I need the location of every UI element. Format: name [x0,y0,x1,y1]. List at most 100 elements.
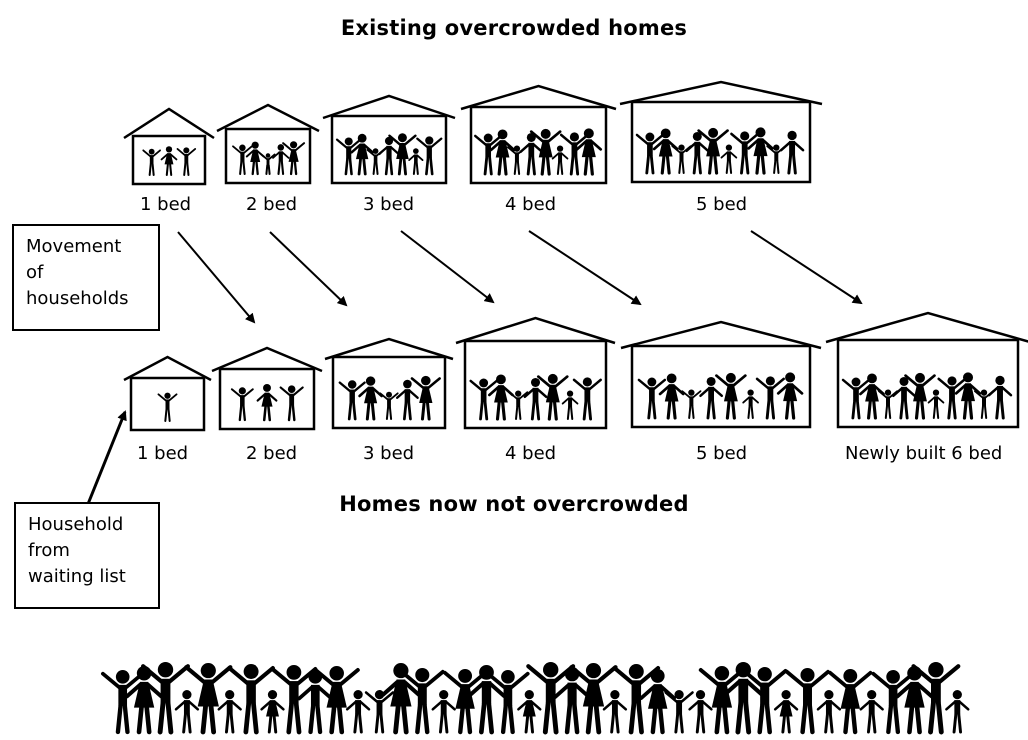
top-house-1-person-2 [160,146,178,177]
houses-layer [123,80,1028,432]
crowd-person-27 [664,690,694,734]
bottom-house-5-person-2 [658,373,685,420]
top-house-5-person-2 [652,128,679,175]
movement-arrow-3 [400,230,495,304]
bottom-house-4-person-1 [469,378,498,421]
top-house-4-person-2 [489,129,516,176]
movement-arrow-1 [177,231,256,324]
bottom-house-5-person-7 [755,376,785,420]
crowd-person-8 [260,690,285,734]
top-house-5-person-4 [685,131,710,175]
top-house-4-person-8 [575,128,603,176]
bottom-house-3-person-3 [379,391,399,420]
top-house-5-person-1 [635,132,665,175]
top-house-1 [123,107,215,186]
bottom-house-6-person-8 [954,372,982,420]
crowd-person-31 [741,667,788,735]
crowd-person-7 [227,664,275,735]
bottom-house-6-person-5 [904,372,936,420]
top-house-4 [460,84,617,185]
top-house-5-person-7 [730,131,760,175]
crowd-person-5 [184,663,233,735]
bottom-label-4-bed: 4 bed [505,443,557,464]
top-label-2-bed: 2 bed [246,194,298,215]
bottom-house-3-person-4 [396,379,419,421]
top-house-2-person-1 [232,144,253,176]
bottom-house-5-person-1 [637,377,667,420]
crowd-person-18 [467,665,506,735]
bottom-house-6-person-10 [987,375,1013,420]
bottom-house-2-person-2 [256,384,278,422]
bottom-label-newly-built-6-bed: Newly built 6 bed [845,443,1003,464]
top-house-3 [322,94,456,185]
movement-box-line-2: of [26,262,44,283]
bottom-house-2 [211,346,323,431]
crowd-person-29 [698,666,746,735]
crowd-person-33 [785,668,830,735]
bottom-label-1-bed: 1 bed [137,443,189,464]
bottom-house-6-person-4 [892,376,916,420]
arrows-layer [86,230,863,505]
bottom-house-3-person-5 [410,375,441,421]
crowd-person-11 [313,666,360,735]
bottom-label-5-bed: 5 bed [696,443,748,464]
bottom-house-1 [123,355,212,432]
movement-box-line-1: Movement [26,236,122,257]
crowd-person-20 [517,690,542,734]
top-house-5-person-6 [720,144,738,174]
top-house-1-person-3 [176,147,197,176]
bottom-house-6-person-9 [973,389,995,419]
household-from-waiting-list-box: Household from waiting list [14,502,160,609]
crowd-person-40 [945,690,970,734]
top-house-5-person-10 [779,130,805,175]
bottom-house-5-person-5 [715,372,747,420]
bottom-house-4-person-7 [572,377,602,421]
crowd-person-36 [859,690,884,734]
bottom-house-1-person-1 [157,392,178,422]
bottom-label-2-bed: 2 bed [246,443,298,464]
top-house-4-person-5 [529,128,562,176]
top-house-3-person-6 [408,148,424,175]
crowd-person-28 [688,690,713,734]
top-house-2-person-4 [272,144,290,176]
crowd-person-1 [101,670,145,735]
waiting-box-line-2: from [28,540,70,561]
crowd-person-3 [141,662,190,735]
top-house-3-person-1 [335,137,362,176]
bottom-house-5-person-8 [776,372,804,420]
crowd-person-25 [612,664,661,735]
bottom-house-4-person-3 [508,390,529,420]
bottom-house-6-person-7 [937,376,967,420]
top-house-1-person-1 [142,148,161,176]
bottom-house-4-person-5 [537,373,569,421]
bottom-house-5-person-6 [742,389,759,419]
top-house-5-person-8 [747,127,774,175]
crowd-person-4 [174,690,200,734]
bottom-house-4 [455,316,616,430]
movement-box-line-3: households [26,288,129,309]
waiting-box-line-1: Household [28,514,124,535]
top-house-2-person-5 [282,141,306,176]
crowd-person-24 [602,690,628,734]
existing-homes-title: Existing overcrowded homes [340,16,688,40]
top-house-5-person-3 [671,144,692,174]
bottom-house-3-person-1 [338,380,366,421]
waiting-box-line-3: waiting list [28,566,126,587]
bottom-house-6-person-2 [859,373,885,420]
top-house-3-person-4 [378,136,400,176]
crowd-person-15 [399,668,445,735]
new-homes-title: Homes now not overcrowded [339,492,689,516]
movement-of-households-box: Movement of households [12,224,160,331]
top-house-3-person-5 [388,133,417,176]
crowd-person-17 [443,669,488,735]
top-house-3-person-2 [350,133,374,176]
bottom-house-6-person-6 [927,389,945,419]
top-house-4-person-6 [551,145,569,175]
bottom-house-5 [620,320,822,429]
crowd-person-26 [639,669,676,735]
movement-arrow-4 [528,230,642,306]
bottom-house-3 [324,337,454,430]
top-house-5-person-5 [697,127,729,175]
movement-arrow-5 [750,230,863,305]
